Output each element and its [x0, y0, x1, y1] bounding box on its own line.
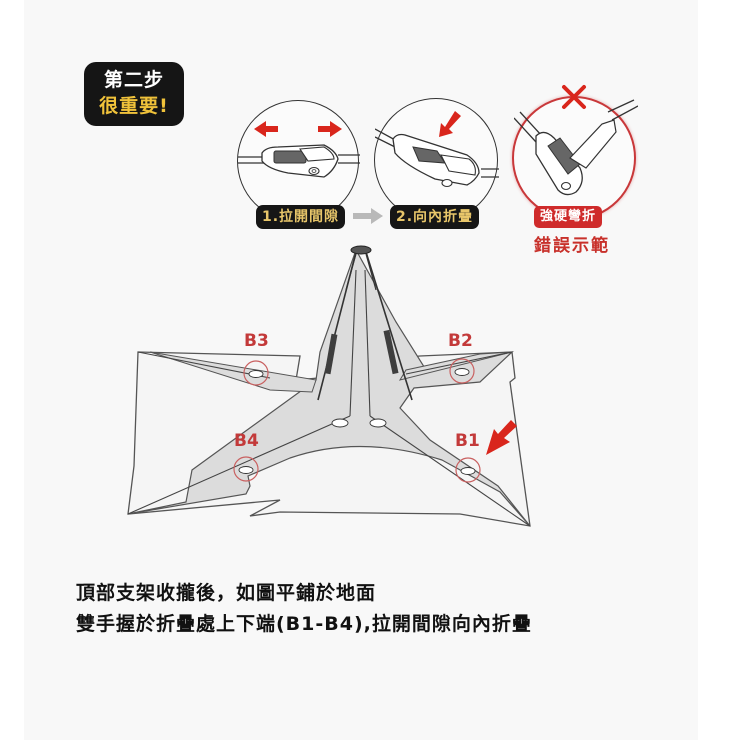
hinge-label-b2: B2	[448, 331, 473, 351]
hinge-label-b4: B4	[234, 431, 259, 451]
step-two-badge: 第二步 很重要!	[84, 62, 184, 126]
step-one-illustration	[237, 100, 360, 222]
instruction-line-2: 雙手握於折疊處上下端(B1-B4),拉開間隙向內折疊	[76, 613, 532, 635]
forced-bend-icon	[514, 99, 638, 196]
folded-tent-diagram	[127, 245, 531, 527]
hinge-label-b3: B3	[244, 331, 269, 351]
b1-pointer-arrow-icon	[486, 420, 517, 455]
gray-right-arrow-icon	[353, 208, 383, 224]
center-hinges	[331, 418, 387, 428]
x-mark-icon	[562, 85, 586, 109]
instruction-line-1: 頂部支架收攏後，如圖平鋪於地面	[76, 582, 377, 604]
hinge-pull-apart-icon	[238, 121, 360, 178]
hinge-fold-inward-icon	[375, 111, 499, 188]
step-two-illustration	[374, 98, 499, 222]
forced-bend-tag: 強硬彎折	[534, 206, 603, 228]
badge-title: 第二步	[103, 69, 164, 91]
step-two-label: 2.向內折疊	[390, 205, 480, 229]
badge-subtitle: 很重要!	[99, 95, 169, 117]
step-one-label: 1.拉開間隙	[256, 205, 346, 229]
wrong-example-caption: 錯誤示範	[534, 236, 610, 256]
hinge-label-b1: B1	[455, 431, 480, 451]
wrong-example-illustration	[512, 96, 638, 220]
